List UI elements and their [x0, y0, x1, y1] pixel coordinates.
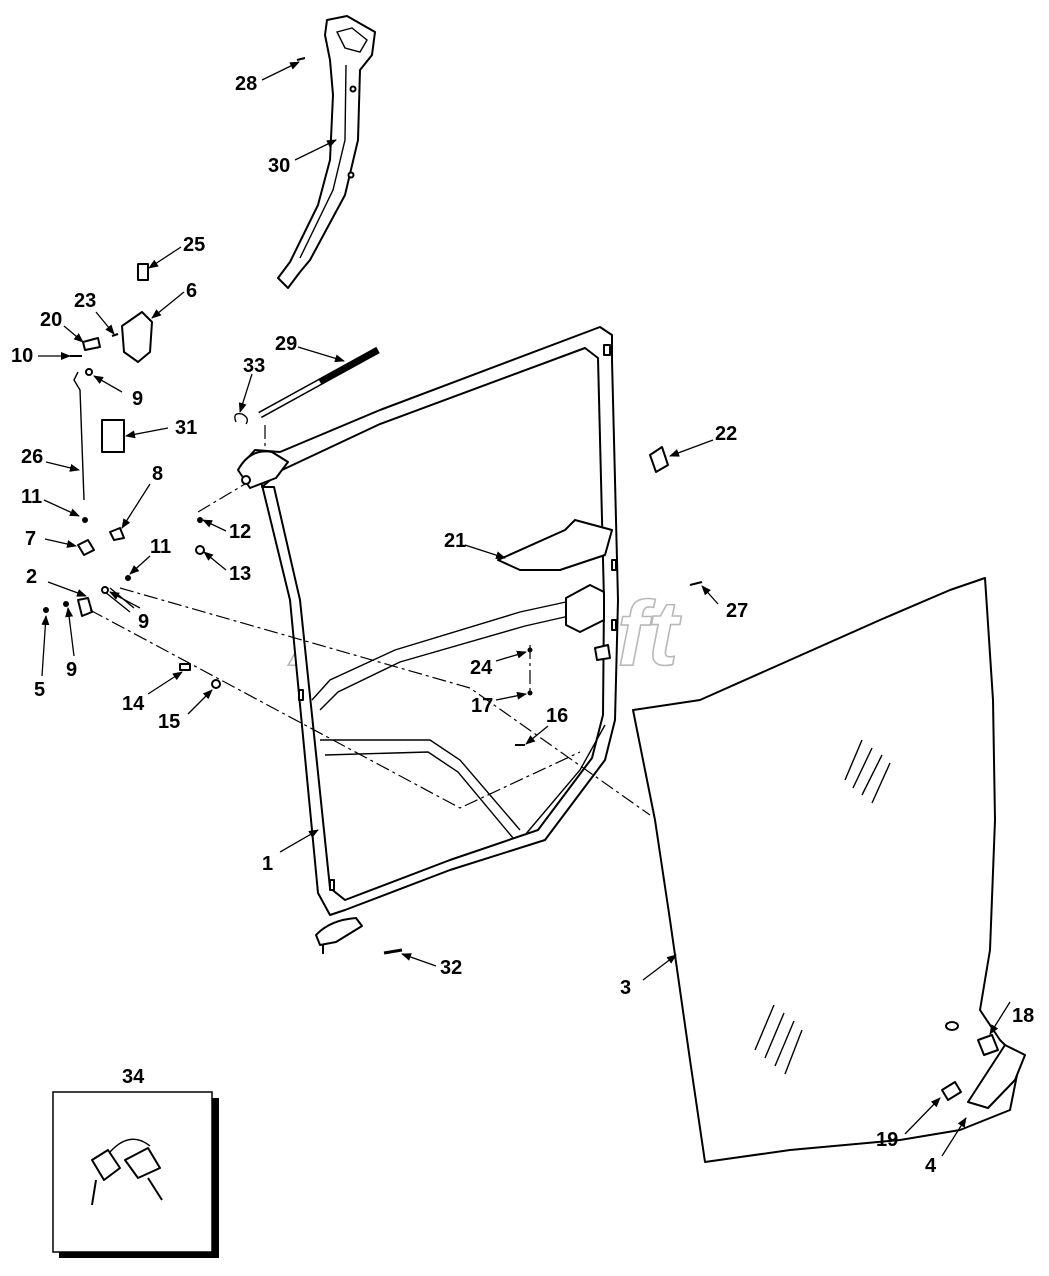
callout-labels: 28 30 25 6 23 20 10 9 29 33 31 26 11 8 7… [11, 73, 1034, 1177]
callout-32: 32 [440, 957, 462, 979]
callout-9a: 9 [132, 388, 143, 410]
leader-lines [38, 61, 1011, 1157]
part-29-strut [258, 346, 380, 419]
part-3-glass [632, 577, 1021, 1163]
callout-1: 1 [262, 853, 273, 875]
callout-3: 3 [620, 977, 631, 999]
callout-15: 15 [158, 711, 180, 733]
callout-26: 26 [21, 446, 43, 468]
callout-12: 12 [229, 521, 251, 543]
callout-29: 29 [275, 333, 297, 355]
callout-10: 10 [11, 345, 33, 367]
callout-31: 31 [175, 417, 197, 439]
callout-34: 34 [122, 1066, 145, 1088]
part-18-striker [977, 1034, 999, 1056]
part-21-handle [497, 519, 613, 571]
callout-8: 8 [152, 463, 163, 485]
callout-17: 17 [471, 695, 493, 717]
callout-18: 18 [1012, 1005, 1034, 1027]
callout-7: 7 [25, 528, 36, 550]
part-1-door-frame [237, 326, 619, 954]
part-30-pillar [277, 15, 376, 289]
callout-11b: 11 [150, 536, 171, 558]
callout-23: 23 [74, 290, 96, 312]
callout-4: 4 [925, 1155, 937, 1177]
part-34-keys-box [52, 1091, 219, 1258]
callout-27: 27 [726, 600, 748, 622]
callout-2: 2 [26, 566, 37, 588]
assembly-lines [89, 425, 651, 816]
callout-24: 24 [470, 657, 493, 679]
callout-14: 14 [122, 693, 145, 715]
part-33-clip [234, 412, 249, 425]
part-19-plate [941, 1081, 962, 1101]
callout-5: 5 [34, 679, 45, 701]
callout-19: 19 [876, 1129, 898, 1151]
callout-21: 21 [444, 530, 466, 552]
callout-33: 33 [243, 355, 265, 377]
callout-11a: 11 [21, 486, 42, 508]
part-washer [945, 1021, 959, 1031]
callout-13: 13 [229, 563, 251, 585]
callout-9b: 9 [138, 611, 149, 633]
callout-6: 6 [186, 280, 197, 302]
callout-9c: 9 [66, 659, 77, 681]
part-4-latch [967, 1044, 1026, 1109]
part-22-pad [649, 446, 669, 473]
callout-20: 20 [40, 309, 62, 331]
callout-25: 25 [183, 234, 205, 256]
callout-16: 16 [546, 705, 568, 727]
callout-22: 22 [715, 423, 737, 445]
callout-28: 28 [235, 73, 257, 95]
callout-30: 30 [268, 155, 290, 177]
